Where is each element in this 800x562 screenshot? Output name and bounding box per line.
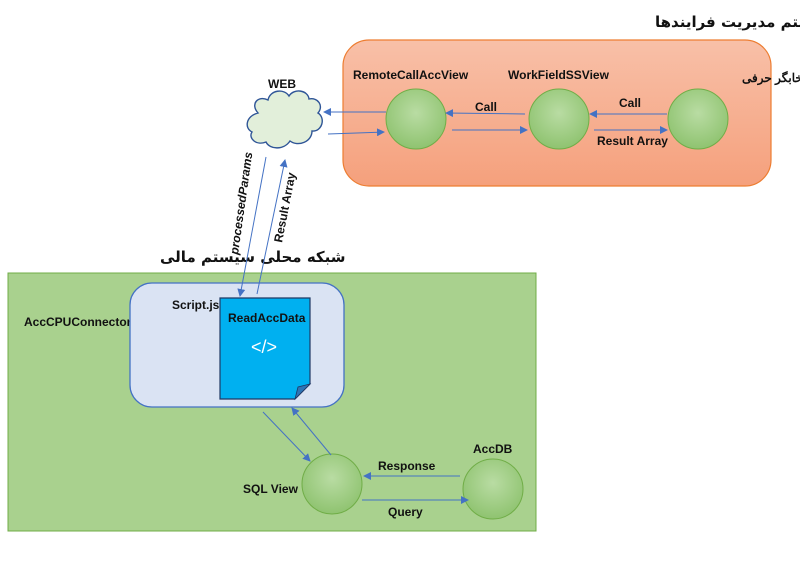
node-sql-view[interactable] [301, 453, 363, 515]
connector-label: AccCPUConnector [24, 315, 132, 329]
edge-label-call-1: Call [475, 100, 497, 114]
script-label: Script.js [172, 298, 220, 312]
arrow-web-to-script [237, 156, 267, 297]
edge-label-query: Query [388, 505, 423, 519]
web-cloud-icon[interactable] [246, 90, 323, 149]
node-label-letter-field: فیلد انتخابگر حرفی [742, 70, 800, 86]
arrow-web-to-remote [327, 128, 385, 137]
code-icon: </> [251, 337, 277, 357]
process-network-title: شبکه محلی سیستم مدیریت فرایندها [655, 13, 800, 31]
node-letter-field[interactable] [667, 88, 729, 150]
sql-view-label: SQL View [243, 482, 299, 496]
edge-label-processed-params: processedParams [227, 151, 255, 257]
accdb-label: AccDB [473, 442, 513, 456]
edge-label-call-2: Call [619, 96, 641, 110]
arrow-script-to-sql [262, 411, 311, 462]
arrow-call-workfield-to-remote [445, 109, 526, 118]
finance-network-title: شبکه محلی سیستم مالی [160, 248, 346, 266]
web-label: WEB [268, 77, 296, 91]
node-label-workfield: WorkFieldSSView [508, 68, 610, 82]
doc-fold-corner [294, 383, 312, 401]
edge-label-response: Response [378, 459, 436, 473]
node-workfield[interactable] [528, 88, 590, 150]
node-remote-call[interactable] [385, 88, 447, 150]
arrow-script-to-web [256, 159, 288, 295]
node-label-remote-call: RemoteCallAccView [353, 68, 469, 82]
arrow-sql-to-script [291, 407, 332, 456]
node-accdb[interactable] [462, 458, 524, 520]
edge-label-result-array: Result Array [597, 134, 668, 148]
doc-title: ReadAccData [228, 311, 306, 325]
